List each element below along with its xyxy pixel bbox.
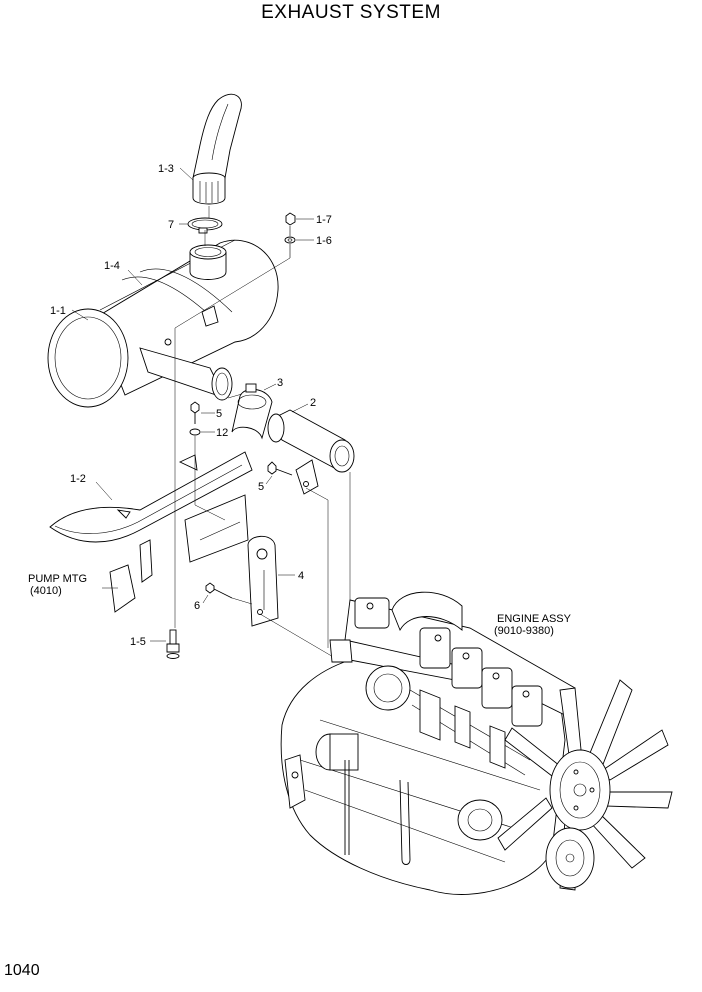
- callout-label: 2: [310, 397, 316, 409]
- washer: [189, 428, 201, 436]
- valve-cover: [354, 597, 543, 727]
- bolt: [267, 461, 293, 476]
- mounting-bracket: [247, 535, 279, 627]
- bolt: [205, 582, 233, 599]
- callout-label: 12: [216, 427, 228, 439]
- callout-label: 5: [258, 481, 264, 493]
- nut: [285, 212, 296, 226]
- cooling-fan: [497, 679, 673, 891]
- callout-label: 5: [216, 408, 222, 420]
- pump-mtg-note: PUMP MTG: [28, 573, 87, 585]
- callout-label: 7: [168, 219, 174, 231]
- tail-pipe: [192, 93, 242, 205]
- page-title: EXHAUST SYSTEM: [261, 2, 441, 23]
- washer: [284, 236, 296, 244]
- callout-label: 4: [298, 570, 304, 582]
- engine-assy-ref: (9010-9380): [494, 625, 554, 637]
- callout-label: 1-5: [130, 636, 146, 648]
- page-number: 1040: [4, 962, 40, 979]
- exhaust-pipe: [267, 409, 355, 495]
- callout-label: 1-3: [158, 163, 174, 175]
- callout-label: 1-1: [50, 305, 66, 317]
- callout-label: 1-7: [316, 214, 332, 226]
- engine-assy-note: ENGINE ASSY: [497, 613, 572, 625]
- engine-assembly: [280, 591, 673, 895]
- pump-mtg-ref: (4010): [30, 585, 62, 597]
- callout-label: 1-4: [104, 260, 120, 272]
- clamp-band: [187, 217, 223, 234]
- pipe-clamp: [231, 383, 273, 440]
- muffler: [47, 239, 279, 408]
- callout-label: 1-2: [70, 473, 86, 485]
- callout-label: 1-6: [316, 235, 332, 247]
- heat-shield: [49, 451, 253, 613]
- callout-label: 3: [277, 377, 283, 389]
- bolt: [166, 629, 180, 659]
- leader-lines: [71, 167, 314, 642]
- bolt: [190, 401, 200, 424]
- callout-label: 6: [194, 600, 200, 612]
